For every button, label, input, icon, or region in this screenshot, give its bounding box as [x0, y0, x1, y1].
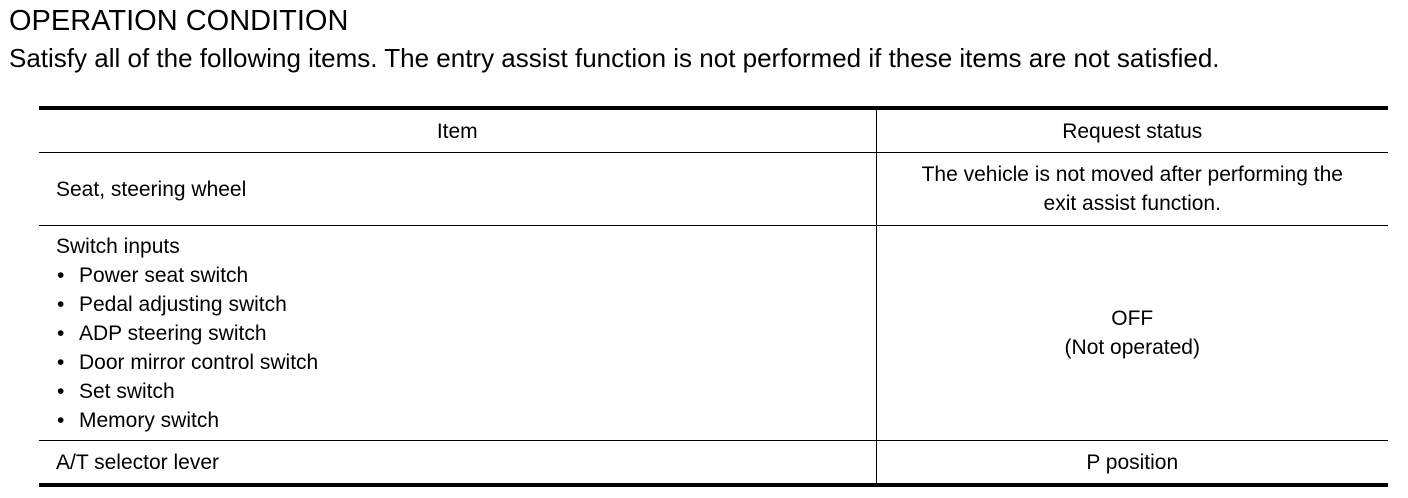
row-item-seat-steering: Seat, steering wheel	[39, 152, 877, 226]
row-item-switch-inputs: Switch inputs Power seat switch Pedal ad…	[39, 225, 877, 441]
table-row: Seat, steering wheel The vehicle is not …	[39, 152, 1388, 226]
row-item-at-selector: A/T selector lever	[39, 440, 877, 483]
row-status-at-selector: P position	[876, 441, 1388, 484]
list-item: Pedal adjusting switch	[56, 290, 876, 319]
row-status-seat-steering: The vehicle is not moved after performin…	[876, 152, 1388, 226]
list-item: Power seat switch	[56, 261, 876, 290]
table-row: Switch inputs Power seat switch Pedal ad…	[39, 225, 1388, 441]
status-line: exit assist function.	[1043, 192, 1221, 215]
switch-list: Power seat switch Pedal adjusting switch…	[56, 261, 876, 435]
list-item: ADP steering switch	[56, 319, 876, 348]
list-item: Memory switch	[56, 406, 876, 435]
list-item: Door mirror control switch	[56, 348, 876, 377]
section-heading: OPERATION CONDITION	[9, 5, 349, 37]
status-line: OFF	[1111, 307, 1154, 330]
operation-condition-table: Item Request status Seat, steering wheel…	[39, 110, 1388, 483]
table-header-row: Item Request status	[39, 110, 1388, 153]
status-line: P position	[1086, 450, 1179, 474]
intro-text: Satisfy all of the following items. The …	[9, 43, 1220, 73]
operation-condition-table-frame: Item Request status Seat, steering wheel…	[39, 106, 1388, 487]
status-line: (Not operated)	[1064, 336, 1200, 359]
row-status-switch-inputs: OFF (Not operated)	[876, 225, 1388, 441]
list-item: Set switch	[56, 377, 876, 406]
header-item: Item	[39, 110, 877, 153]
header-request-status: Request status	[876, 110, 1388, 153]
switch-inputs-label: Switch inputs	[56, 234, 180, 258]
table-row: A/T selector lever P position	[39, 440, 1388, 484]
status-line: The vehicle is not moved after performin…	[921, 163, 1343, 186]
